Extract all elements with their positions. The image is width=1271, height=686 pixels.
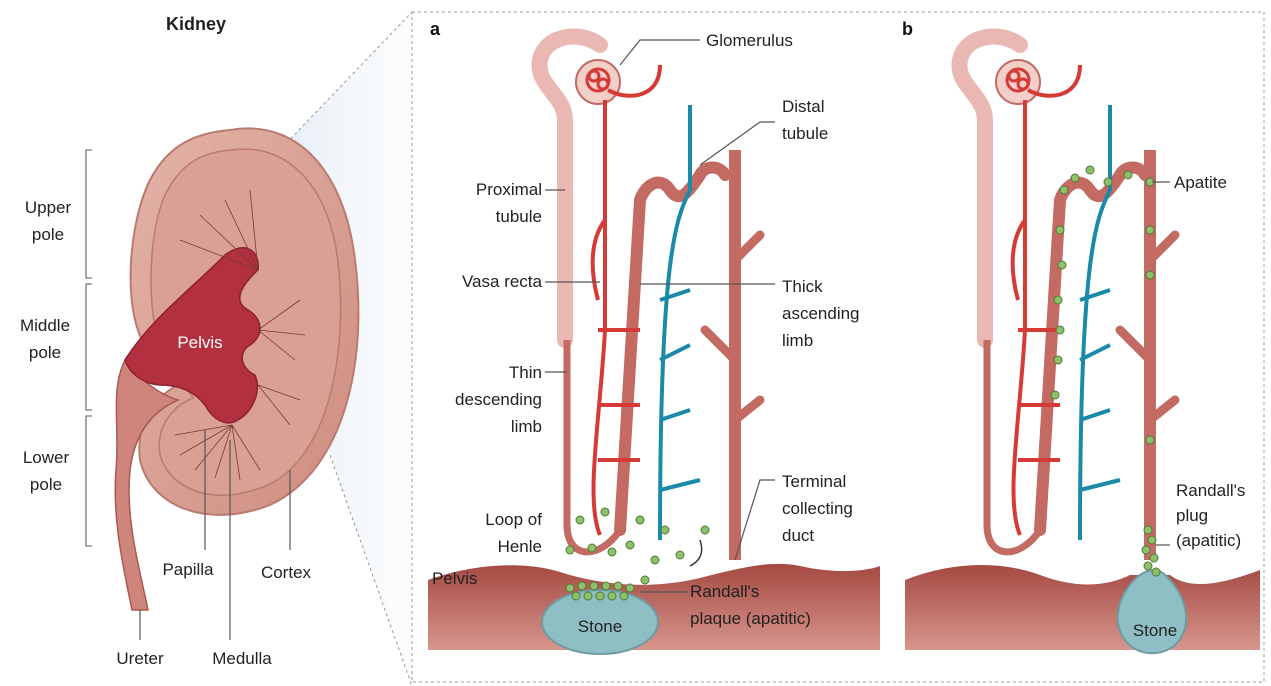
apatite-label: Apatite <box>1174 173 1227 192</box>
proximal-tubule-label-2: tubule <box>496 207 542 226</box>
panel-a-tissue <box>428 564 880 650</box>
vasa-recta-label: Vasa recta <box>462 272 543 291</box>
randalls-plaque-label-2: plaque (apatitic) <box>690 609 811 628</box>
proximal-tubule-label-1: Proximal <box>476 180 542 199</box>
figure-title: Kidney <box>166 14 226 34</box>
panel-a-glomerulus <box>587 69 609 91</box>
svg-text:Lower: Lower <box>23 448 70 467</box>
randalls-plug-label-2: plug <box>1176 506 1208 525</box>
middle-pole-label: Middle pole <box>20 316 70 362</box>
panel-a-thin-descending-limb <box>567 340 620 552</box>
glomerulus-label: Glomerulus <box>706 31 793 50</box>
panel-a-vasa-recta-vein <box>660 105 700 540</box>
terminal-duct-label-2: collecting <box>782 499 853 518</box>
glomerulus-leader <box>620 40 700 65</box>
randalls-plug-label-1: Randall's <box>1176 481 1245 500</box>
panel-b-crystals <box>1051 166 1160 576</box>
thick-ascending-label-3: limb <box>782 331 813 350</box>
distal-tubule-label-2: tubule <box>782 124 828 143</box>
panel-b-tissue <box>905 565 1260 650</box>
panel-b-thin-descending-limb <box>987 340 1040 552</box>
svg-text:pole: pole <box>30 475 62 494</box>
middle-pole-brace <box>86 284 92 410</box>
svg-text:Middle: Middle <box>20 316 70 335</box>
lower-pole-brace <box>86 416 92 546</box>
panel-a-pelvis-label: Pelvis <box>432 569 477 588</box>
loop-of-henle-label-1: Loop of <box>485 510 542 529</box>
cortex-label: Cortex <box>261 563 312 582</box>
svg-text:Upper: Upper <box>25 198 72 217</box>
svg-text:pole: pole <box>29 343 61 362</box>
randalls-plug-label-3: (apatitic) <box>1176 531 1241 550</box>
lower-pole-label: Lower pole <box>23 448 70 494</box>
svg-text:pole: pole <box>32 225 64 244</box>
loop-of-henle-label-2: Henle <box>498 537 542 556</box>
panel-a-arrow <box>690 540 702 566</box>
thin-descending-label-3: limb <box>511 417 542 436</box>
panel-a-stone-label: Stone <box>578 617 622 636</box>
thin-descending-label-2: descending <box>455 390 542 409</box>
distal-tubule-label-1: Distal <box>782 97 825 116</box>
thick-ascending-label-2: ascending <box>782 304 860 323</box>
pelvis-label: Pelvis <box>177 333 222 352</box>
thick-ascending-label-1: Thick <box>782 277 823 296</box>
panel-b-thick-ascending-limb <box>1040 168 1145 531</box>
ureter-label: Ureter <box>116 649 164 668</box>
upper-pole-brace <box>86 150 92 278</box>
panel-b-letter: b <box>902 19 913 39</box>
terminal-duct-label-3: duct <box>782 526 814 545</box>
panel-a-thick-ascending-limb <box>620 168 725 531</box>
upper-pole-label: Upper pole <box>25 198 72 244</box>
panel-a-letter: a <box>430 19 441 39</box>
papilla-label: Papilla <box>162 560 214 579</box>
panel-b-glomerulus <box>1007 69 1029 91</box>
medulla-label: Medulla <box>212 649 272 668</box>
thin-descending-label-1: Thin <box>509 363 542 382</box>
terminal-duct-label-1: Terminal <box>782 472 846 491</box>
randalls-plaque-label-1: Randall's <box>690 582 759 601</box>
panel-b-stone-label: Stone <box>1133 621 1177 640</box>
